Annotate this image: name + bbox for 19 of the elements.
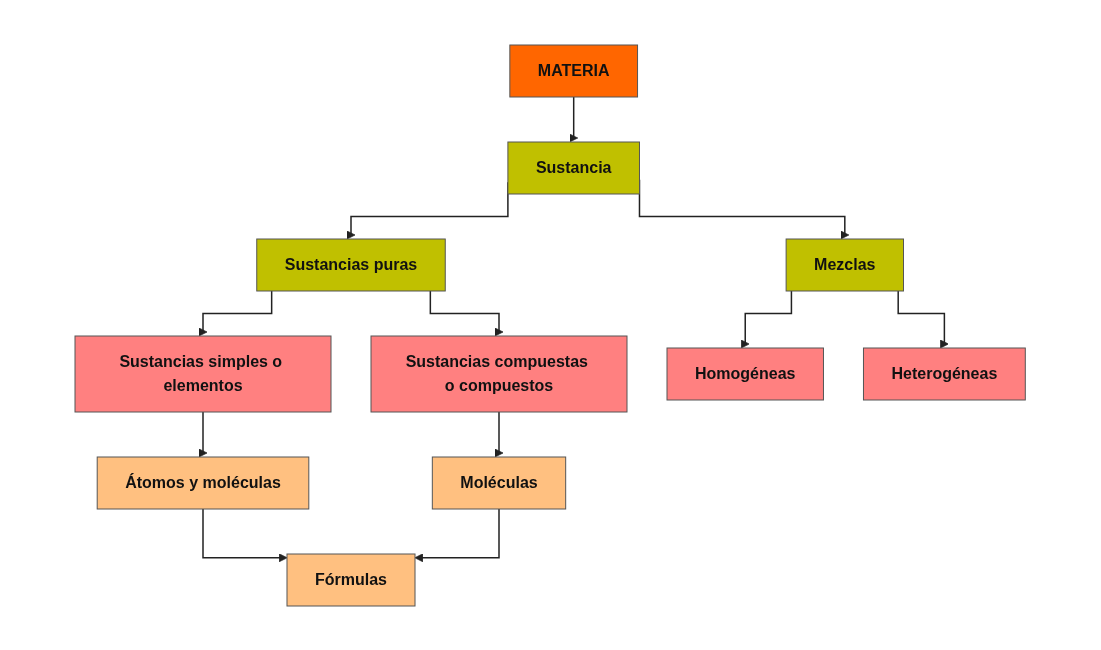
- arrow: [741, 289, 793, 348]
- arrow: [202, 507, 288, 562]
- node-box: Heterogéneas: [863, 347, 1027, 400]
- arrow: [198, 289, 273, 336]
- node-box: Moléculas: [432, 456, 567, 509]
- node-box: MATERIA: [509, 44, 639, 97]
- node-box: Fórmulas: [286, 553, 416, 606]
- node-box: Sustancias simples o elementos: [74, 335, 332, 412]
- arrow: [198, 410, 208, 457]
- arrow: [414, 507, 501, 562]
- node-box: Sustancias compuestas o compuestos: [370, 335, 628, 412]
- node-box: Átomos y moléculas: [97, 456, 310, 509]
- arrow: [494, 410, 504, 457]
- arrow: [569, 95, 579, 142]
- arrow: [429, 289, 504, 336]
- node-box: Homogéneas: [666, 347, 825, 400]
- node-box: Sustancias puras: [256, 238, 447, 291]
- node-box: Sustancia: [507, 141, 641, 194]
- node-box: Mezclas: [785, 238, 905, 291]
